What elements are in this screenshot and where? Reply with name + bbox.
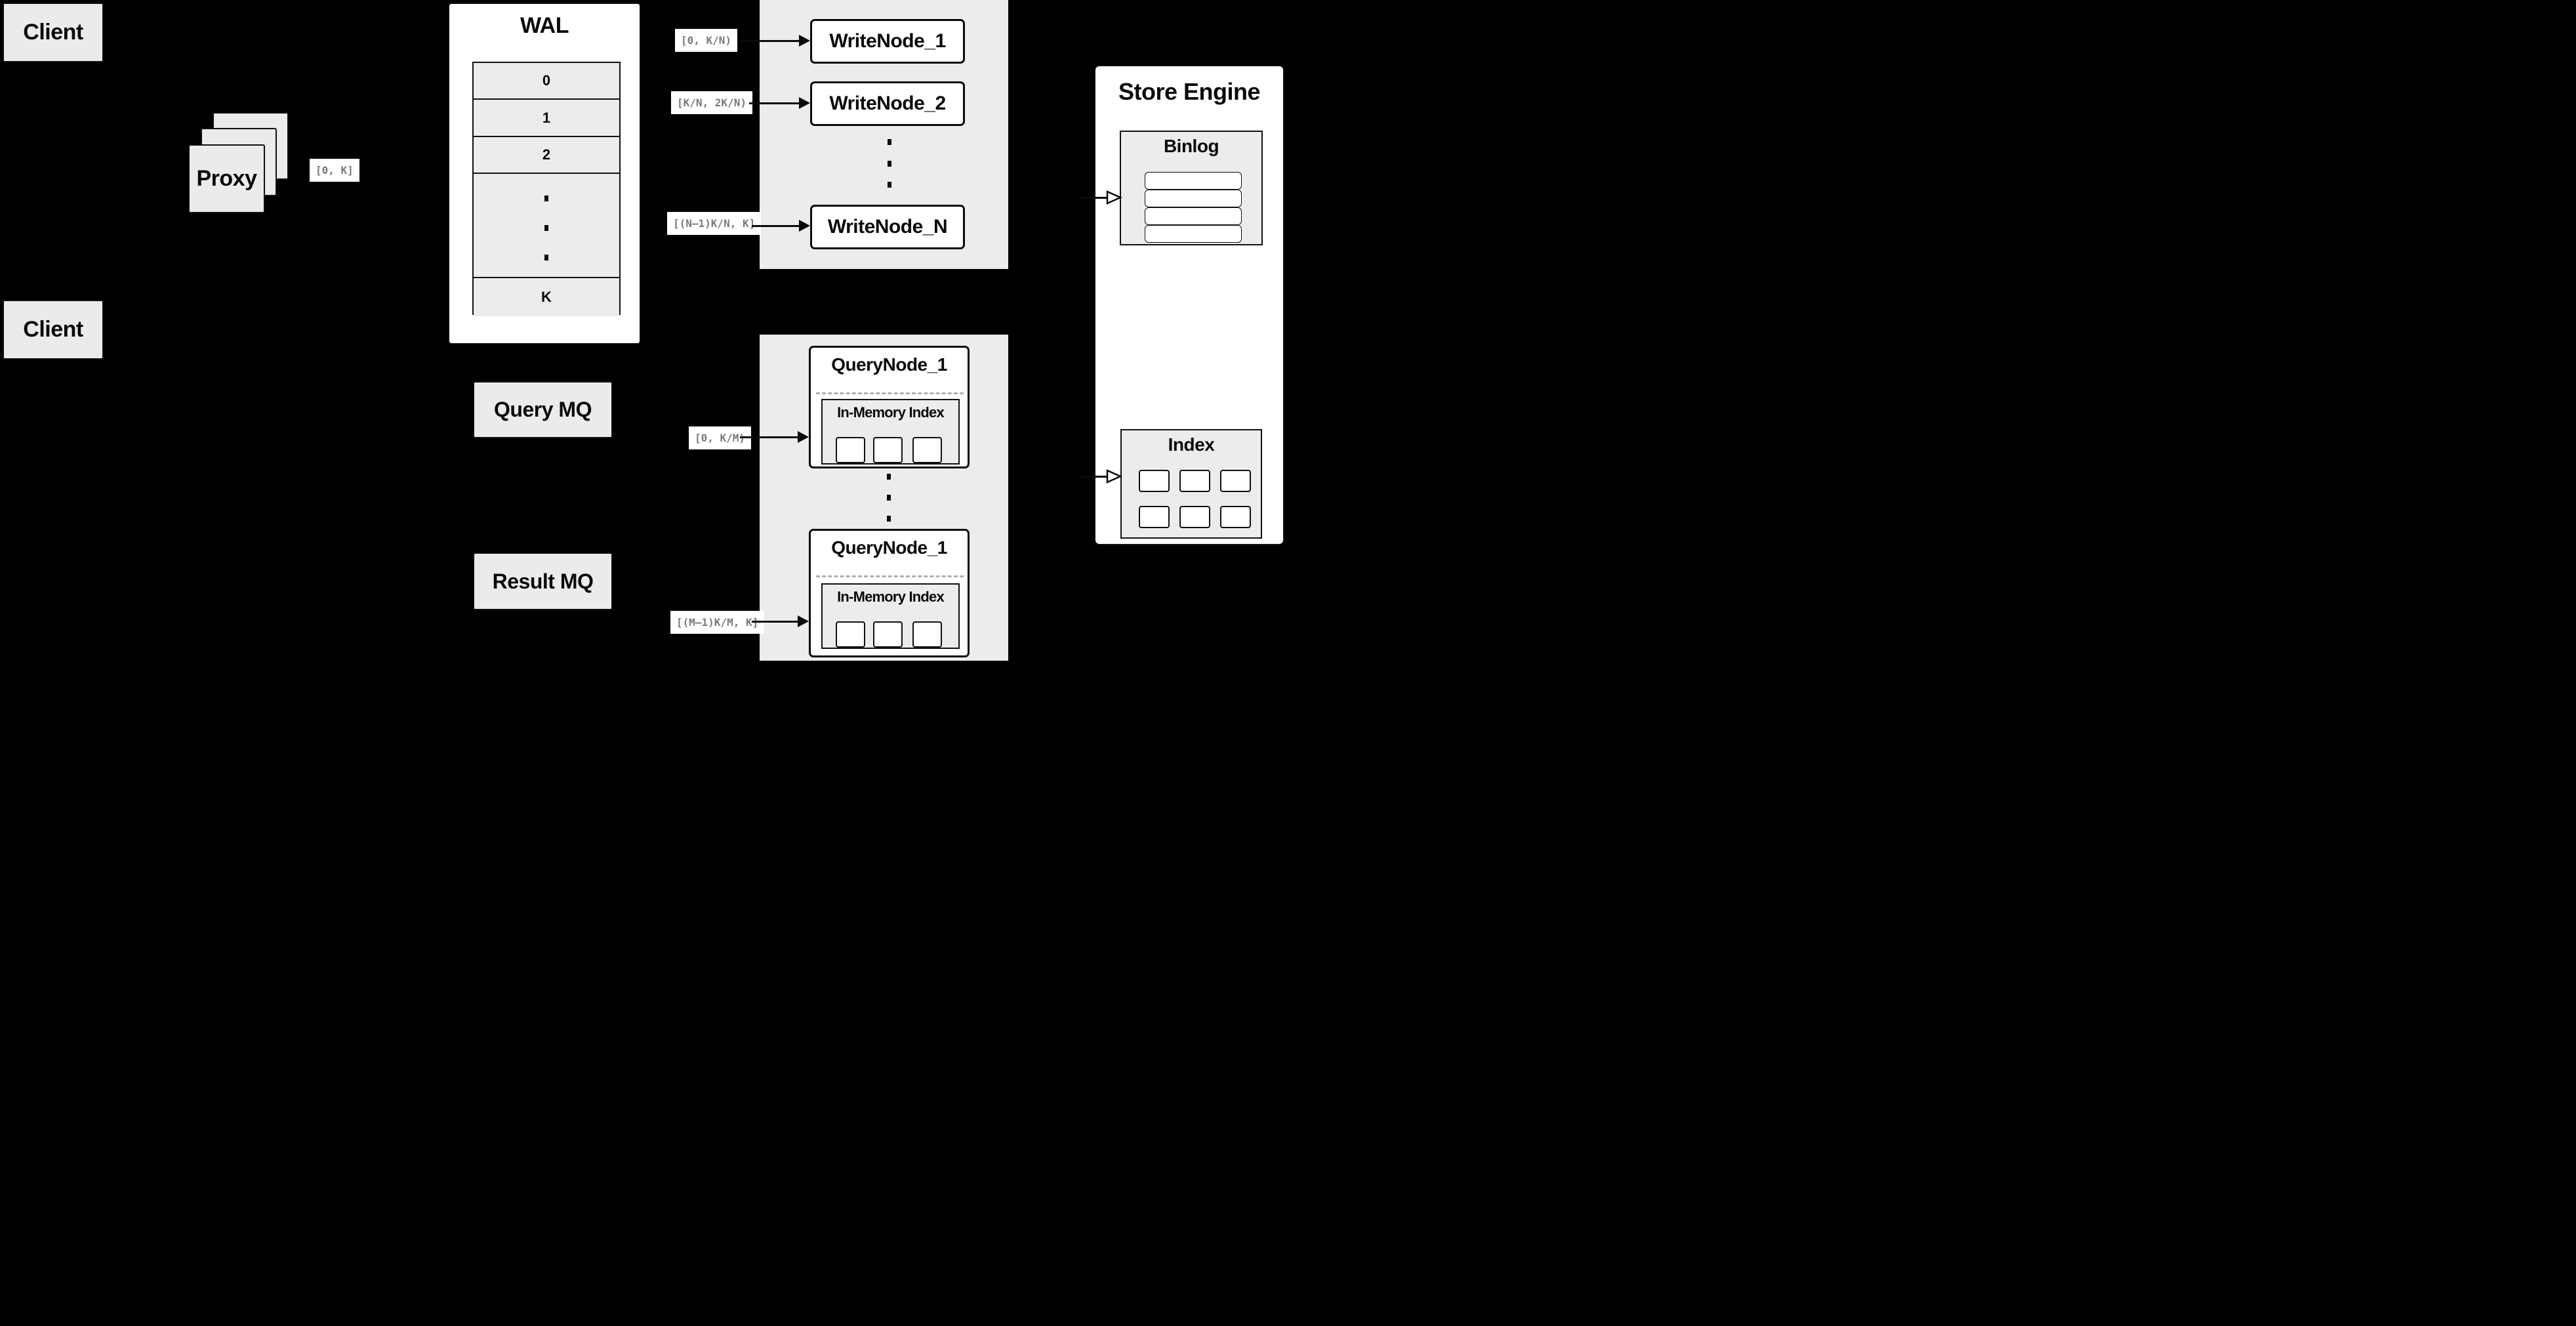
wal-row-1: 1	[474, 100, 619, 137]
arrowhead-querynode-1	[798, 431, 809, 443]
arrow-to-index	[1080, 476, 1107, 478]
ellipsis-dot	[888, 161, 891, 167]
write-node-2: WriteNode_2	[810, 81, 965, 126]
arrow-to-writenode-n	[752, 225, 800, 227]
store-engine-box: Store Engine Binlog Index	[1094, 65, 1284, 545]
write-node-n: WriteNode_N	[810, 205, 965, 249]
hollow-arrowhead-index	[1106, 469, 1122, 484]
wal-table: 0 1 2 K	[472, 62, 621, 316]
binlog-box: Binlog	[1120, 131, 1263, 245]
binlog-row	[1145, 190, 1242, 207]
in-memory-index-2: In-Memory Index	[821, 583, 960, 649]
wal-row-k: K	[474, 278, 619, 316]
ellipsis-dot	[887, 495, 891, 501]
wal-title: WAL	[520, 13, 569, 38]
hollow-arrowhead-binlog	[1106, 190, 1122, 205]
index-title: Index	[1168, 434, 1215, 455]
index-cell	[1220, 470, 1251, 492]
index-cell	[1179, 470, 1210, 492]
wal-box: WAL 0 1 2 K	[448, 3, 641, 344]
query-node-2-title: QueryNode_1	[831, 537, 947, 558]
write-range-label-3: [(N–1)K/N, K]	[667, 212, 762, 235]
arrowhead-querynode-2	[798, 615, 809, 627]
index-cell	[836, 621, 865, 648]
ellipsis-dot	[888, 139, 891, 145]
binlog-row	[1145, 225, 1242, 243]
arrow-to-querynode-2	[752, 621, 799, 623]
in-memory-index-1-title: In-Memory Index	[837, 404, 945, 421]
index-cell	[1220, 506, 1251, 528]
ellipsis-dot	[887, 516, 891, 522]
ellipsis-dot	[544, 196, 548, 201]
arrow-to-binlog	[1080, 197, 1107, 199]
index-cell	[912, 621, 942, 648]
architecture-diagram: Client Client Proxy [0, K] WAL 0 1 2 K […	[0, 0, 1288, 663]
result-mq-node: Result MQ	[473, 552, 613, 610]
write-node-1: WriteNode_1	[810, 19, 965, 64]
wal-row-0: 0	[474, 63, 619, 100]
query-mq-node: Query MQ	[473, 381, 613, 438]
index-cell	[836, 437, 865, 463]
arrowhead-writenode-2	[799, 97, 810, 109]
in-memory-index-2-title: In-Memory Index	[837, 589, 945, 605]
arrow-to-writenode-2	[749, 102, 800, 104]
ellipsis-dot	[544, 225, 548, 231]
ellipsis-dot	[544, 255, 548, 260]
query-range-label-2: [(M–1)K/M, K]	[670, 611, 765, 634]
index-cell	[873, 621, 903, 648]
dashed-divider	[816, 575, 964, 577]
binlog-title: Binlog	[1163, 136, 1219, 156]
index-cell	[1139, 506, 1170, 528]
wal-row-ellipsis	[474, 174, 619, 278]
arrow-to-querynode-1	[740, 436, 799, 438]
client-node-bottom: Client	[3, 300, 104, 360]
proxy-node: Proxy	[188, 144, 265, 213]
query-node-1: QueryNode_1 In-Memory Index	[809, 346, 970, 468]
index-cell	[1139, 470, 1170, 492]
arrow-to-writenode-1	[739, 40, 800, 42]
arrowhead-writenode-n	[799, 220, 810, 232]
proxy-output-range-label: [0, K]	[310, 159, 359, 182]
index-cell	[873, 437, 903, 463]
client-node-top: Client	[3, 3, 104, 62]
in-memory-index-1: In-Memory Index	[821, 399, 960, 465]
binlog-row	[1145, 172, 1242, 190]
dashed-divider	[816, 392, 964, 394]
query-node-1-title: QueryNode_1	[831, 354, 947, 375]
query-node-2: QueryNode_1 In-Memory Index	[809, 529, 970, 657]
index-box: Index	[1120, 429, 1262, 539]
ellipsis-dot	[887, 474, 891, 480]
index-cell	[1179, 506, 1210, 528]
store-engine-title: Store Engine	[1118, 78, 1261, 105]
ellipsis-dot	[888, 182, 891, 188]
wal-row-2: 2	[474, 137, 619, 174]
write-range-label-1: [0, K/N)	[675, 29, 738, 52]
arrowhead-writenode-1	[799, 35, 810, 47]
binlog-row	[1145, 207, 1242, 225]
query-range-label-1: [0, K/M)	[689, 426, 752, 449]
write-range-label-2: [K/N, 2K/N)	[671, 91, 752, 114]
index-cell	[912, 437, 942, 463]
